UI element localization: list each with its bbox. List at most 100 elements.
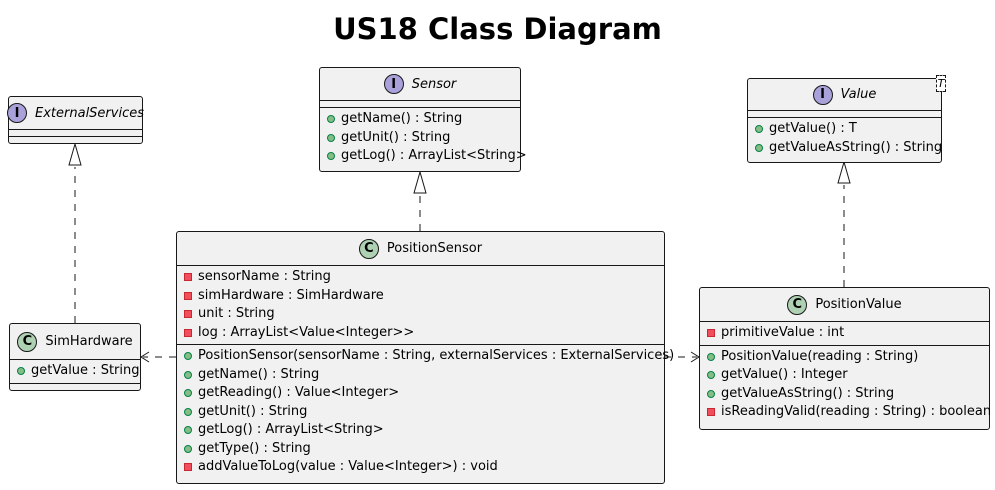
public-visibility-icon <box>184 426 192 435</box>
public-visibility-icon <box>184 389 192 398</box>
method-signature: PositionSensor(sensorName : String, exte… <box>198 348 675 363</box>
field-signature: log : ArrayList<Value<Integer>> <box>198 324 415 340</box>
method-section <box>10 384 140 391</box>
class-header: I Sensor <box>320 68 520 101</box>
realization-simhardware-externalservices <box>68 142 82 323</box>
field-signature: sensorName : String <box>198 269 331 284</box>
public-visibility-icon <box>755 143 763 152</box>
method-row: isReadingValid(reading : String) : boole… <box>700 403 992 422</box>
method-signature: getValue() : Integer <box>721 367 848 382</box>
field-section: primitiveValue : int <box>700 322 989 346</box>
class-name: ExternalServices <box>35 105 144 121</box>
method-signature: getUnit() : String <box>341 129 451 145</box>
class-box-positionvalue[interactable]: C PositionValue primitiveValue : int Pos… <box>699 287 992 430</box>
method-signature: getName() : String <box>341 111 463 126</box>
field-row: log : ArrayList<Value<Integer>> <box>177 324 664 343</box>
method-signature: getValue() : T <box>769 121 857 136</box>
private-visibility-icon <box>184 463 192 472</box>
private-visibility-icon <box>707 329 715 338</box>
method-row: getValue() : Integer <box>700 366 989 385</box>
public-visibility-icon <box>707 371 715 380</box>
field-row: getValue : String <box>10 362 140 381</box>
method-row: getUnit() : String <box>177 403 664 422</box>
class-name: SimHardware <box>45 334 133 349</box>
method-row: getValueAsString() : String <box>700 385 989 404</box>
method-signature: getValueAsString() : String <box>721 385 895 401</box>
class-header: C PositionSensor <box>177 232 664 266</box>
interface-icon: I <box>383 74 404 94</box>
private-visibility-icon <box>184 310 192 319</box>
field-section <box>320 101 520 108</box>
private-visibility-icon <box>184 273 192 282</box>
method-signature: addValueToLog(value : Value<Integer>) : … <box>198 459 498 474</box>
private-visibility-icon <box>707 408 715 417</box>
field-row: simHardware : SimHardware <box>177 287 664 306</box>
field-section <box>9 130 142 137</box>
field-section: getValue : String <box>10 360 140 384</box>
class-icon: C <box>787 294 808 315</box>
method-row: getValueAsString() : String <box>748 139 943 158</box>
method-signature: getType() : String <box>198 440 311 456</box>
method-row: getType() : String <box>177 440 664 459</box>
method-section <box>9 137 142 143</box>
class-header: C PositionValue <box>700 288 989 322</box>
field-row: unit : String <box>177 305 664 324</box>
private-visibility-icon <box>184 291 192 300</box>
method-signature: getValueAsString() : String <box>769 139 943 155</box>
class-box-sensor[interactable]: I Sensor getName() : String getUnit() : S… <box>319 67 527 172</box>
field-signature: getValue : String <box>31 363 140 378</box>
class-name: PositionValue <box>815 297 902 312</box>
public-visibility-icon <box>327 152 335 161</box>
method-section: getValue() : T getValueAsString() : Strin… <box>748 118 943 159</box>
field-row: primitiveValue : int <box>700 324 989 343</box>
class-name: Sensor <box>411 76 457 92</box>
method-row: getUnit() : String <box>320 129 520 148</box>
field-signature: unit : String <box>198 306 275 321</box>
field-signature: simHardware : SimHardware <box>198 287 384 303</box>
class-header: C SimHardware <box>10 324 140 360</box>
public-visibility-icon <box>707 389 715 398</box>
method-signature: getLog() : ArrayList<String> <box>198 422 384 437</box>
field-signature: primitiveValue : int <box>721 325 845 340</box>
public-visibility-icon <box>184 407 192 416</box>
method-section: PositionValue(reading : String) getValue(… <box>700 346 992 424</box>
realization-positionvalue-value <box>837 160 851 287</box>
method-signature: isReadingValid(reading : String) : boole… <box>721 404 992 419</box>
public-visibility-icon <box>755 125 763 134</box>
realization-positionsensor-sensor <box>413 170 427 231</box>
method-row: getValue() : T <box>748 120 941 139</box>
public-visibility-icon <box>184 352 192 361</box>
interface-icon: I <box>7 103 28 123</box>
class-header: I ExternalServices <box>7 97 144 130</box>
class-name: PositionSensor <box>386 241 483 256</box>
class-icon: C <box>17 331 38 352</box>
field-section: sensorName : String simHardware : SimHard… <box>177 266 664 345</box>
public-visibility-icon <box>17 367 25 376</box>
public-visibility-icon <box>327 133 335 142</box>
public-visibility-icon <box>327 115 335 124</box>
method-row: addValueToLog(value : Value<Integer>) : … <box>177 458 664 477</box>
method-signature: getUnit() : String <box>198 403 308 419</box>
class-name: Value <box>840 87 877 102</box>
method-signature: PositionValue(reading : String) <box>721 348 919 364</box>
class-box-externalservices[interactable]: I ExternalServices <box>7 96 144 144</box>
interface-icon: I <box>812 84 833 105</box>
field-section <box>748 111 941 118</box>
private-visibility-icon <box>184 328 192 337</box>
diagram-title: US18 Class Diagram <box>333 12 662 46</box>
class-box-positionsensor[interactable]: C PositionSensor sensorName : String simH… <box>176 231 674 484</box>
method-row: getName() : String <box>177 366 664 385</box>
method-row: PositionSensor(sensorName : String, exte… <box>177 347 674 366</box>
class-box-simhardware[interactable]: C SimHardware getValue : String <box>9 323 141 391</box>
dependency-positionsensor-simhardware <box>140 351 176 363</box>
method-row: getLog() : ArrayList<String> <box>177 421 664 440</box>
public-visibility-icon <box>184 444 192 453</box>
method-signature: getLog() : ArrayList<String> <box>341 148 527 163</box>
public-visibility-icon <box>184 370 192 379</box>
method-row: getName() : String <box>320 110 520 129</box>
field-row: sensorName : String <box>177 268 664 287</box>
method-section: getName() : String getUnit() : String getL… <box>320 108 527 168</box>
public-visibility-icon <box>707 352 715 361</box>
method-signature: getReading() : Value<Integer> <box>198 385 400 400</box>
